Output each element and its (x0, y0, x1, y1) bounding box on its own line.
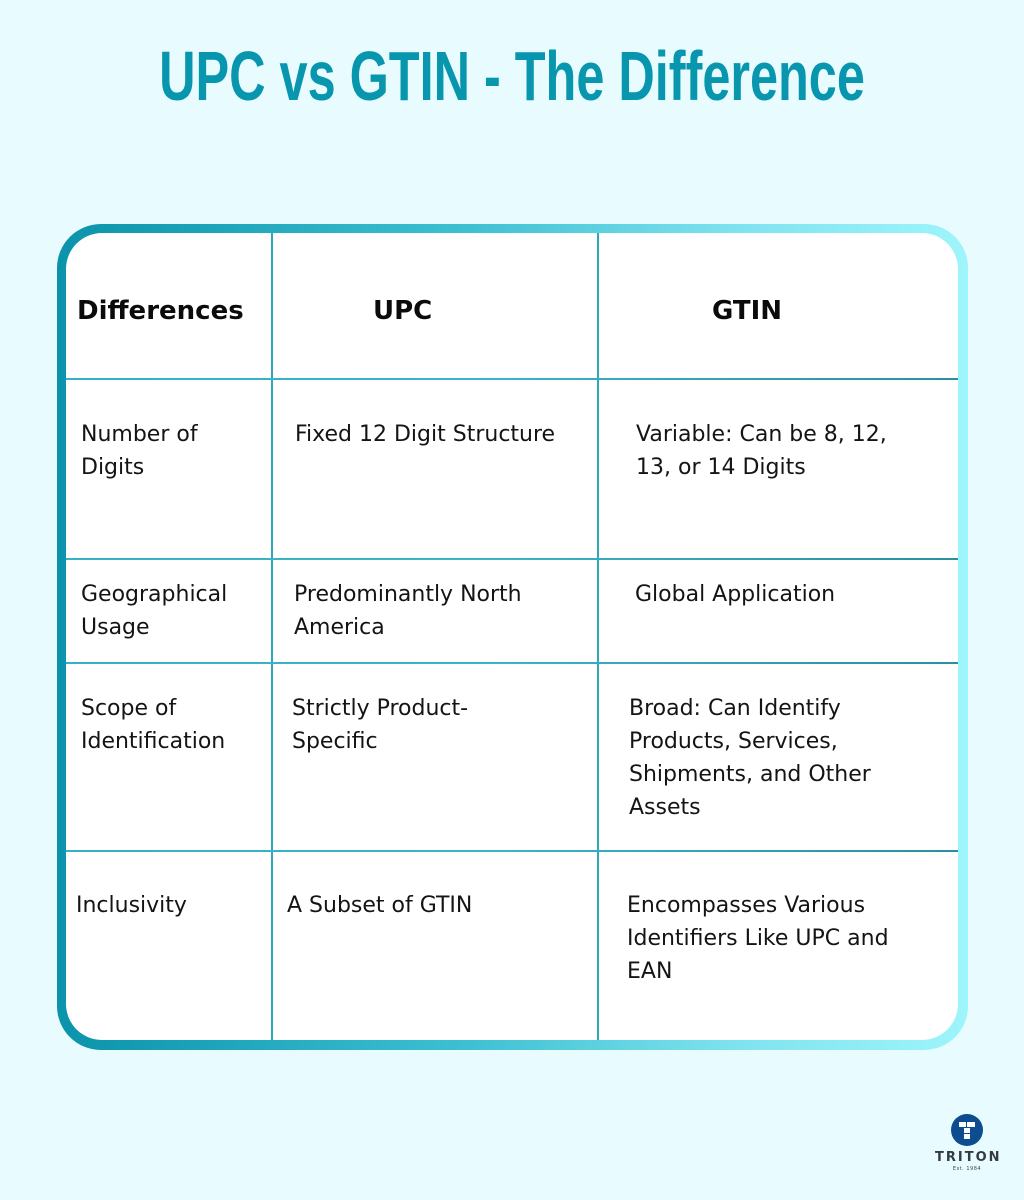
gtin-geographical-usage: Global Application (635, 582, 836, 607)
header-upc: UPC (373, 296, 433, 326)
row-label-geographical-usage: Geographical Usage (81, 582, 228, 640)
upc-number-of-digits: Fixed 12 Digit Structure (295, 422, 556, 447)
row-divider (66, 662, 958, 664)
upc-geographical-usage: Predominantly North America (294, 582, 522, 640)
table-body: Differences UPC GTIN Number of Digits Fi… (66, 233, 958, 1040)
row-label-inclusivity: Inclusivity (76, 893, 187, 918)
logo-tagline: Est. 1984 (952, 1166, 982, 1172)
logo-name: TRITON (935, 1150, 1002, 1165)
triton-logo: TRITON Est. 1984 (935, 1114, 1002, 1172)
row-divider (66, 850, 958, 852)
row-label-number-of-digits: Number of Digits (81, 422, 198, 480)
row-divider (66, 378, 958, 380)
page-title: UPC vs GTIN - The Difference (159, 37, 865, 115)
column-divider (271, 233, 273, 1040)
header-differences: Differences (77, 296, 244, 326)
upc-scope-of-identification: Strictly Product-Specific (292, 696, 469, 754)
row-divider (66, 558, 958, 560)
upc-inclusivity: A Subset of GTIN (287, 893, 473, 918)
gtin-scope-of-identification: Broad: Can Identify Products, Services, … (629, 696, 871, 820)
header-gtin: GTIN (712, 296, 783, 326)
comparison-table: Differences UPC GTIN Number of Digits Fi… (57, 224, 968, 1050)
triton-logo-icon (951, 1114, 983, 1146)
row-label-scope-of-identification: Scope of Identification (81, 696, 226, 754)
gtin-number-of-digits: Variable: Can be 8, 12, 13, or 14 Digits (636, 422, 887, 480)
column-divider (597, 233, 599, 1040)
gtin-inclusivity: Encompasses Various Identifiers Like UPC… (627, 893, 889, 984)
